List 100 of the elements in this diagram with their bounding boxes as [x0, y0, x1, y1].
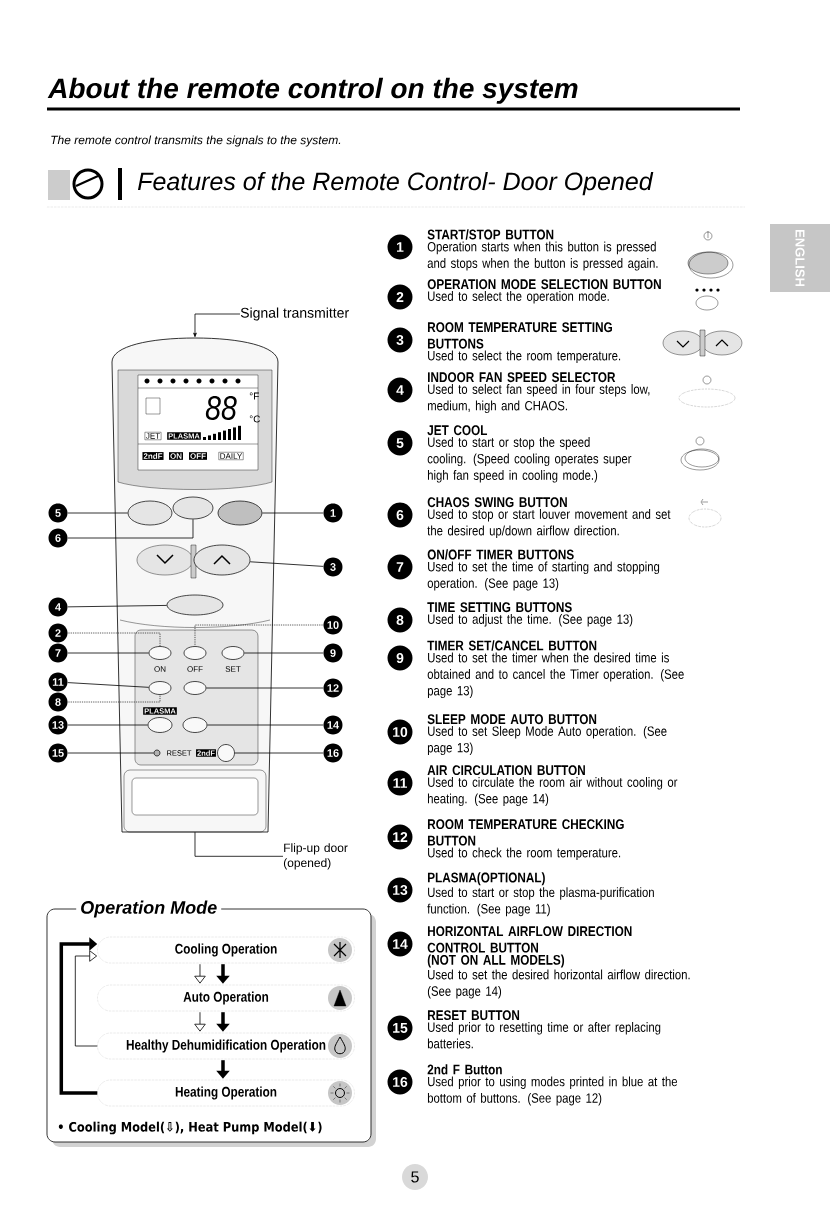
item-heading: RESET BUTTON	[428, 1010, 520, 1021]
mode-pill: Healthy Dehumidification Operation	[97, 1032, 355, 1060]
item-heading: JET COOL	[427, 425, 488, 436]
remote-button	[183, 646, 207, 660]
display-text: °C	[249, 415, 261, 423]
item-heading: INDOOR FAN SPEED SELECTOR	[428, 372, 616, 383]
leader-line	[67, 605, 168, 608]
mode-pill: Cooling Operation	[97, 936, 355, 964]
item-heading: CHAOS SWING BUTTON	[427, 497, 567, 508]
item-description: Used to start or stop the plasma-purification function. (See page 11)	[427, 887, 654, 917]
item-heading: ROOM TEMPERATURE CHECKING BUTTON	[428, 819, 624, 846]
callout-number: 8	[48, 692, 68, 712]
number-badge: 16	[387, 1069, 413, 1095]
leader-line	[67, 752, 155, 754]
remote-button	[217, 744, 235, 762]
item-heading: TIMER SET/CANCEL BUTTON	[427, 640, 597, 651]
remote-button	[166, 594, 224, 616]
callout-label: Flip-up door (opened)	[283, 843, 348, 870]
mode-pill: Auto Operation	[97, 984, 355, 1012]
item-heading: SLEEP MODE AUTO BUTTON	[427, 714, 597, 725]
number-badge: 10	[387, 719, 413, 745]
number-badge: 9	[387, 645, 413, 671]
number-badge: 12	[387, 824, 413, 850]
display-text: JET	[144, 432, 162, 440]
leader-line	[67, 724, 149, 726]
callout-number: 9	[323, 643, 343, 663]
remote-button	[148, 681, 172, 695]
item-heading: TIME SETTING BUTTONS	[427, 602, 572, 613]
remote-button	[183, 681, 207, 695]
number-badge: 13	[387, 877, 413, 903]
display-text: ON	[169, 452, 183, 460]
display-text: OFF	[189, 452, 207, 460]
callout-number: 7	[48, 643, 68, 663]
leader-line	[194, 831, 284, 857]
button-label: ON	[154, 666, 166, 672]
flow-arrow	[194, 963, 206, 984]
flow-arrow	[194, 1011, 206, 1032]
item-description: Used to set Sleep Mode Auto operation. (See page 13)	[427, 726, 667, 756]
callout-number: 12	[323, 678, 343, 698]
number-badge: 14	[387, 931, 413, 957]
item-heading: HORIZONTAL AIRFLOW DIRECTION CONTROL BUTTON	[427, 926, 632, 953]
item-heading: OPERATION MODE SELECTION BUTTON	[427, 279, 661, 290]
flow-arrow	[74, 950, 98, 1047]
leader-line	[243, 652, 324, 654]
callout-number: 11	[48, 672, 68, 692]
flow-arrow	[59, 937, 98, 1095]
subtitle: The remote control transmits the signals to the system.	[51, 135, 341, 147]
callout-number: 3	[323, 557, 343, 577]
item-description: Used to start or stop the speed cooling. (Speed cooling operates super high fan speed in cooling mode.)	[427, 437, 632, 483]
callout-number: 13	[48, 715, 68, 735]
number-badge: 2	[387, 284, 413, 310]
number-badge: 11	[387, 770, 413, 796]
callout-number: 1	[323, 503, 343, 523]
remote-button	[127, 500, 173, 526]
callout-number: 4	[48, 597, 68, 617]
number-badge: 5	[387, 430, 413, 456]
item-description: Used to select the room temperature.	[428, 350, 621, 364]
item-description: Used to select fan speed in four steps low, medium, high and CHAOS.	[427, 384, 650, 414]
display-text: °F	[249, 392, 259, 400]
leader-line	[67, 518, 194, 539]
leader-line	[205, 687, 324, 689]
item-heading: START/STOP BUTTON	[427, 229, 554, 240]
callout-number: 5	[48, 503, 68, 523]
item-heading: (NOT ON ALL MODELS)	[427, 954, 565, 968]
item-description: Used prior to using modes printed in blue at the bottom of buttons. (See page 12)	[427, 1076, 678, 1106]
item-description: Used to set the timer when the desired time is obtained and to cancel the Timer operation. (See page 13)	[427, 652, 684, 699]
item-description: Used prior to resetting time or after replacing batteries.	[427, 1022, 661, 1049]
display-text: 2ndF	[142, 452, 164, 460]
number-badge: 15	[387, 1015, 413, 1041]
number-badge: 4	[387, 377, 413, 403]
callout-number: 6	[48, 528, 68, 548]
item-heading: 2nd F Button	[427, 1064, 502, 1075]
item-heading: ON/OFF TIMER BUTTONS	[427, 549, 574, 560]
leader-line	[194, 624, 324, 647]
leader-line	[67, 512, 129, 514]
item-description: Used to stop or start louver movement and set the desired up/down airflow direction.	[427, 509, 671, 539]
item-heading: ROOM TEMPERATURE SETTING BUTTONS	[428, 322, 612, 349]
callout-number: 15	[48, 743, 68, 763]
arrow	[193, 313, 241, 338]
button-label: OFF	[187, 666, 203, 672]
callout-number: 14	[323, 715, 343, 735]
callout-label: Signal transmitter	[240, 307, 349, 321]
leader-line	[67, 652, 150, 654]
leader-line	[234, 752, 324, 754]
mode-pill: Heating Operation	[97, 1079, 355, 1107]
item-description: Operation starts when this button is pressed and stops when the button is pressed again.	[427, 241, 658, 271]
number-badge: 7	[387, 554, 413, 580]
item-description: Used to adjust the time. (See page 13)	[428, 614, 633, 627]
leader-line	[67, 682, 150, 688]
number-badge: 6	[387, 502, 413, 528]
page-title: About the remote control on the system	[47, 77, 578, 104]
callout-number: 16	[323, 743, 343, 763]
number-badge: 3	[387, 327, 413, 353]
leader-line	[249, 561, 324, 567]
button-label: SET	[225, 666, 241, 672]
number-badge: 1	[387, 234, 413, 260]
leader-line	[261, 512, 324, 514]
item-description: Used to check the room temperature.	[428, 847, 621, 861]
remote-button	[172, 496, 214, 520]
item-heading: AIR CIRCULATION BUTTON	[427, 765, 585, 776]
